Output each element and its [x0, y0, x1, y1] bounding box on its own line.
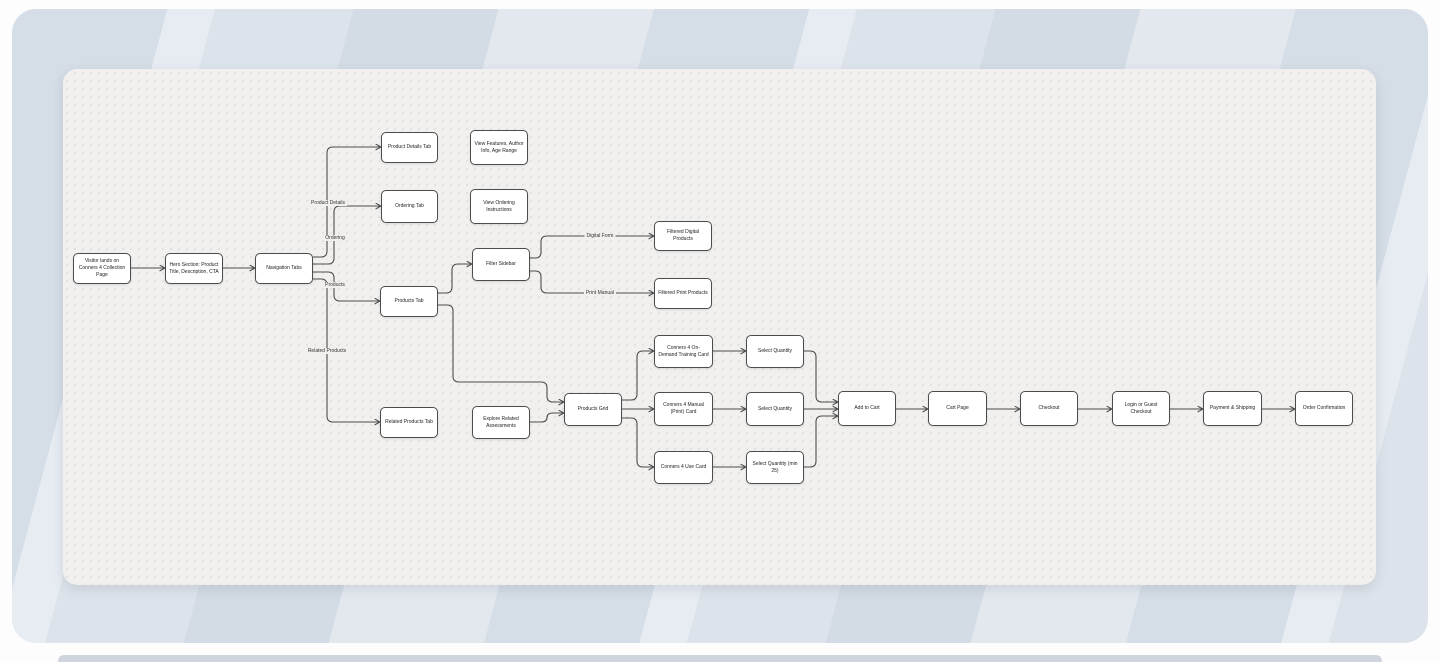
node-explore-related-assessments[interactable]: Explore Related Assessments: [472, 406, 530, 439]
edge-products-grid-to-conners4-on-demand-training-card[interactable]: [622, 351, 654, 401]
node-label: Navigation Tabs: [266, 265, 302, 272]
node-conners4-on-demand-training-card[interactable]: Conners 4 On-Demand Training Card: [654, 335, 713, 368]
node-select-quantity-1[interactable]: Select Quantity: [746, 335, 804, 368]
node-label: View Ordering Instructions: [483, 199, 515, 213]
node-label: Products Tab: [394, 298, 424, 305]
edge-label-filter-sidebar-filtered-digital-products: Digital Form: [584, 233, 616, 239]
edge-label-navigation-tabs-ordering-tab: Ordering: [323, 235, 347, 241]
node-checkout[interactable]: Checkout: [1020, 391, 1078, 426]
node-filtered-digital-products[interactable]: Filtered Digital Products: [654, 221, 712, 251]
edge-explore-related-assessments-to-products-grid[interactable]: [530, 413, 564, 423]
node-payment-shipping[interactable]: Payment & Shipping: [1203, 391, 1262, 426]
node-label: Add to Cart: [854, 405, 880, 412]
edge-products-tab-to-products-grid[interactable]: [438, 304, 564, 402]
diagram-canvas[interactable]: [63, 69, 1376, 585]
node-select-quantity-min-25[interactable]: Select Quantity (min 25): [746, 451, 804, 484]
node-order-confirmation[interactable]: Order Confirmation: [1295, 391, 1353, 426]
node-view-ordering-instructions[interactable]: View Ordering Instructions: [470, 189, 528, 224]
node-label: Ordering Tab: [395, 203, 424, 210]
node-select-quantity-2[interactable]: Select Quantity: [746, 392, 804, 426]
node-label: View Features, Author Info, Age Range: [474, 140, 524, 154]
edge-label-navigation-tabs-product-details-tab: Product Details: [309, 200, 347, 206]
edge-filter-sidebar-to-filtered-print-products[interactable]: [530, 270, 654, 293]
node-label: Order Confirmation: [1302, 405, 1346, 412]
edge-select-quantity-min-25-to-add-to-cart[interactable]: [804, 416, 838, 468]
node-label: Conners 4 Manual (Print) Card: [663, 402, 704, 415]
node-label: Explore Related Assessments: [483, 415, 519, 429]
node-filtered-print-products[interactable]: Filtered Print Products: [654, 278, 712, 309]
node-label: Select Quantity: [758, 348, 792, 355]
edge-products-tab-to-filter-sidebar[interactable]: [438, 264, 472, 294]
node-label: Product Details Tab: [387, 144, 432, 151]
node-hero-section[interactable]: Hero Section: Product Title, Description…: [165, 253, 223, 284]
node-label: Select Quantity: [758, 405, 792, 412]
edge-select-quantity-1-to-add-to-cart[interactable]: [804, 350, 838, 402]
node-label: Hero Section: Product Title, Description…: [169, 261, 219, 275]
node-label: Cart Page: [946, 405, 969, 412]
node-label: Conners 4 Use Card: [660, 464, 707, 471]
edge-label-navigation-tabs-related-products-tab: Related Products: [305, 348, 349, 354]
node-cart-page[interactable]: Cart Page: [928, 391, 987, 426]
node-product-details-tab[interactable]: Product Details Tab: [381, 132, 438, 163]
node-label: Select Quantity (min 25): [752, 460, 798, 474]
edge-label-filter-sidebar-filtered-print-products: Print Manual: [583, 290, 617, 296]
node-visitor-landing[interactable]: Visitor lands on Conners 4 Collection Pa…: [73, 253, 131, 284]
node-label: Payment & Shipping: [1209, 405, 1256, 412]
node-label: Filtered Print Products: [658, 290, 708, 297]
edge-filter-sidebar-to-filtered-digital-products[interactable]: [530, 236, 654, 259]
node-label: Related Products Tab: [385, 419, 433, 426]
node-view-features[interactable]: View Features, Author Info, Age Range: [470, 130, 528, 165]
edge-label-navigation-tabs-products-tab: Products: [323, 282, 347, 288]
node-label: Conners 4 On-Demand Training Card: [658, 344, 709, 358]
node-conners4-use-card[interactable]: Conners 4 Use Card: [654, 451, 713, 484]
bottom-edge-strip: [58, 655, 1382, 662]
node-conners4-manual-print-card[interactable]: Conners 4 Manual (Print) Card: [654, 392, 713, 426]
node-login-or-guest-checkout[interactable]: Login or Guest Checkout: [1112, 391, 1170, 426]
node-filter-sidebar[interactable]: Filter Sidebar: [472, 248, 530, 281]
node-label: Filtered Digital Products: [667, 229, 699, 242]
node-label: Login or Guest Checkout: [1124, 401, 1158, 415]
node-label: Products Grid: [577, 406, 609, 413]
node-products-grid[interactable]: Products Grid: [564, 393, 622, 426]
node-label: Filter Sidebar: [486, 261, 516, 268]
node-add-to-cart[interactable]: Add to Cart: [838, 391, 896, 426]
node-label: Checkout: [1038, 405, 1060, 412]
edges-group: [131, 147, 1295, 467]
node-navigation-tabs[interactable]: Navigation Tabs: [255, 253, 313, 284]
node-label: Visitor lands on Conners 4 Collection Pa…: [78, 258, 126, 278]
node-products-tab[interactable]: Products Tab: [380, 286, 438, 317]
node-related-products-tab[interactable]: Related Products Tab: [380, 407, 438, 438]
node-ordering-tab[interactable]: Ordering Tab: [381, 190, 438, 223]
edge-products-grid-to-conners4-use-card[interactable]: [622, 417, 654, 467]
